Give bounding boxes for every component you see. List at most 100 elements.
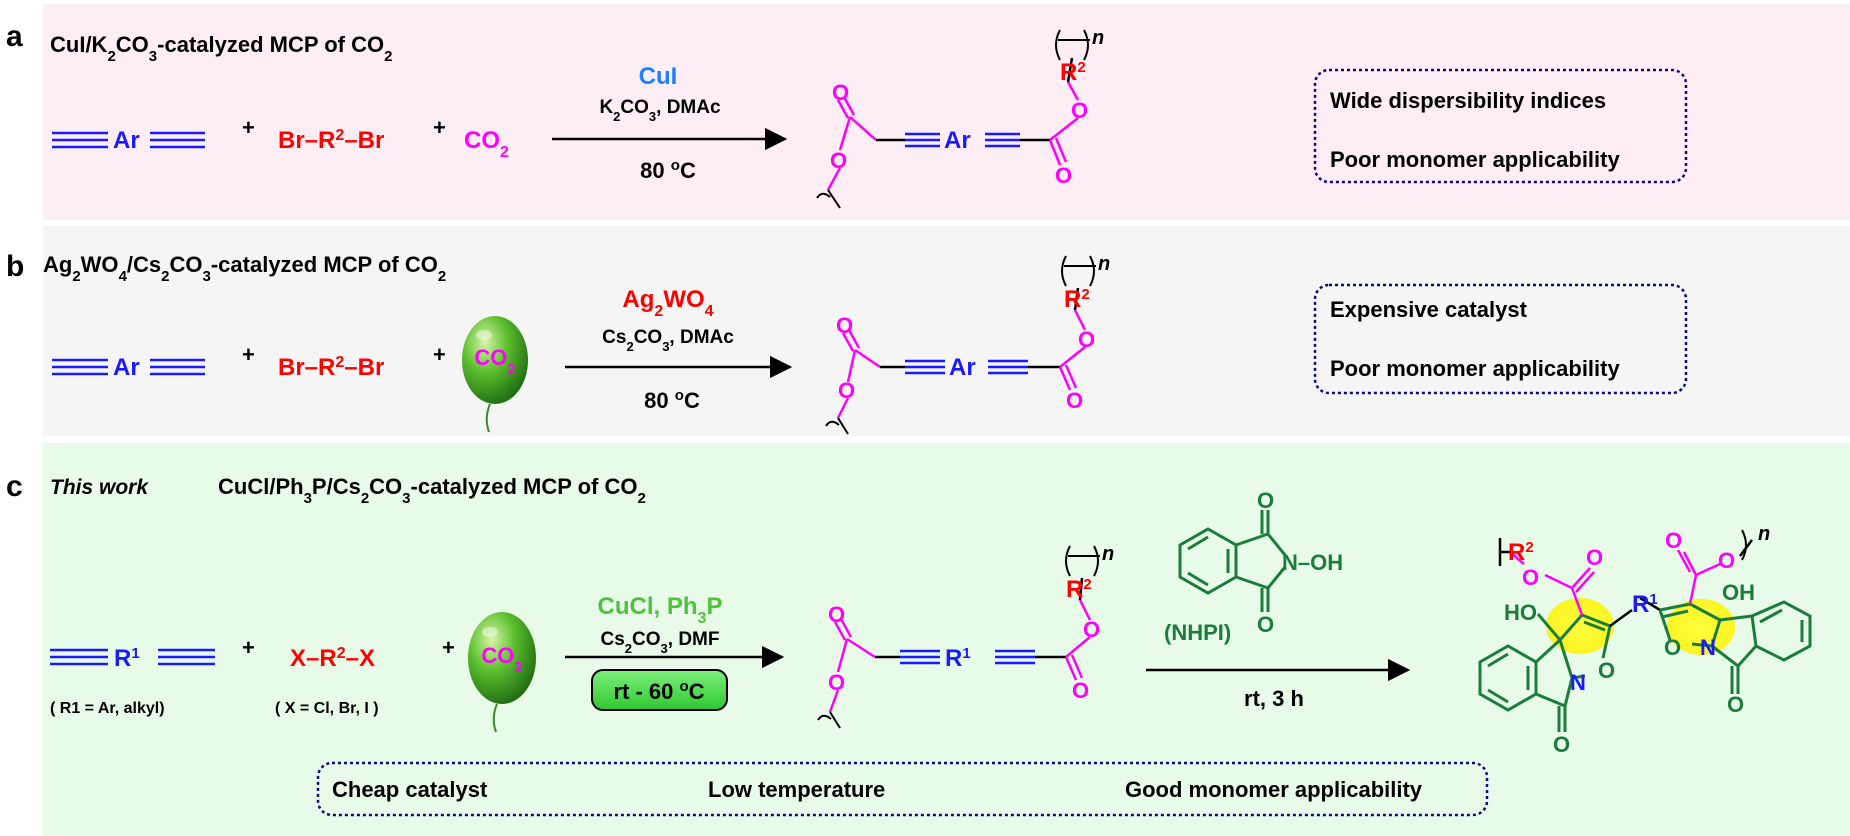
panel-a-monomer-ar: Ar xyxy=(113,127,140,154)
panel-b-conditions: Cs2CO3, DMAc xyxy=(602,327,734,354)
panel-b-monomer-ar: Ar xyxy=(113,354,140,381)
panel-c-nhpi-o-bottom: O xyxy=(1257,612,1274,637)
panel-c-product-n: n xyxy=(1102,543,1114,565)
panel-c-temperature: rt - 60 oC xyxy=(613,678,704,705)
panel-c-co2-balloon xyxy=(468,612,536,733)
panel-a-product-ar: Ar xyxy=(944,127,971,154)
panel-c-note-1: Cheap catalyst xyxy=(332,777,488,802)
panel-b-product-r2: R2 xyxy=(1064,286,1090,314)
panel-a-title: CuI/K2CO3-catalyzed MCP of CO2 xyxy=(50,32,392,65)
panel-b-dihalide: Br–R2–Br xyxy=(278,354,384,382)
panel-a-product-n: n xyxy=(1092,27,1104,49)
panel-b: b Ag2WO4/Cs2CO3-catalyzed MCP of CO2 Ar … xyxy=(6,226,1850,436)
panel-c-nhpi-o-top: O xyxy=(1257,488,1274,513)
panel-c-final-o-ester-left: O xyxy=(1522,565,1539,590)
panel-b-plus-1: + xyxy=(242,342,255,367)
panel-a-note-2: Poor monomer applicability xyxy=(1330,147,1620,172)
panel-b-plus-2: + xyxy=(433,342,446,367)
panel-b-balloon-label: CO2 xyxy=(474,345,515,378)
panel-b-product-o-carbonyl-right: O xyxy=(1066,388,1083,413)
panel-a-polymer-product xyxy=(816,29,1090,209)
panel-a-product-o-ester-left: O xyxy=(830,148,847,173)
panel-b-note-box xyxy=(1313,283,1688,395)
panel-c-temperature-badge xyxy=(591,669,728,711)
panel-c-note-2: Low temperature xyxy=(708,777,885,802)
panel-b-product-o-carbonyl-left: O xyxy=(836,313,853,338)
panel-c-final-product xyxy=(1478,529,1812,732)
panel-c-this-work: This work xyxy=(50,476,149,499)
panel-a-product-r2: R2 xyxy=(1060,59,1086,87)
panel-c-final-o-carbonyl-left: O xyxy=(1586,545,1603,570)
panel-c-final-r2: R2 xyxy=(1508,539,1534,567)
panel-c-final-n-right: N xyxy=(1700,635,1716,660)
panel-b-product-o-ester-left: O xyxy=(838,378,855,403)
panel-c-final-o-ester-right: O xyxy=(1718,548,1735,573)
panel-c-product-o-carbonyl-left: O xyxy=(828,602,845,627)
panel-c-final-o-ring-left: O xyxy=(1598,658,1615,683)
panel-b-note-2: Poor monomer applicability xyxy=(1330,356,1620,381)
panel-b-temperature: 80 oC xyxy=(644,387,700,414)
panel-b-product-o-ester-right: O xyxy=(1078,327,1095,352)
panel-c-note-box xyxy=(316,761,1489,817)
panel-a-catalyst: CuI xyxy=(639,63,678,90)
panel-c-final-o-lactam-left: O xyxy=(1553,732,1570,757)
panel-c-product-o-carbonyl-right: O xyxy=(1072,678,1089,703)
panel-a-background xyxy=(43,4,1850,220)
panel-a-plus-1: + xyxy=(242,115,255,140)
panel-c-note-3: Good monomer applicability xyxy=(1125,777,1423,802)
panel-c-final-n-label: n xyxy=(1758,523,1770,545)
panel-c-nhpi-label: (NHPI) xyxy=(1164,620,1231,645)
panel-c-final-n-left: N xyxy=(1570,670,1586,695)
panel-c-product-r1: R1 xyxy=(945,645,971,673)
panel-c-title: CuCl/Ph3P/Cs2CO3-catalyzed MCP of CO2 xyxy=(218,474,646,507)
panel-b-note-1: Expensive catalyst xyxy=(1330,297,1528,322)
panel-c-product-o-ester-left: O xyxy=(828,670,845,695)
panel-a-temperature: 80 oC xyxy=(640,157,696,184)
panel-c-dihalide: X–R2–X xyxy=(290,645,375,673)
panel-b-product-n: n xyxy=(1098,253,1110,275)
panel-c-final-o-lactam-right: O xyxy=(1727,692,1744,717)
panel-b-polymer-product xyxy=(825,255,1096,435)
panel-a-dihalide: Br–R2–Br xyxy=(278,127,384,155)
panel-c-step2-conditions: rt, 3 h xyxy=(1244,686,1304,711)
panel-c-final-ho: HO xyxy=(1504,600,1537,625)
panel-b-catalyst: Ag2WO4 xyxy=(622,286,713,320)
panel-b-product-ar: Ar xyxy=(949,354,976,381)
panel-c: c This work CuCl/Ph3P/Cs2CO3-catalyzed M… xyxy=(6,443,1850,836)
panel-c-dihalide-note: ( X = Cl, Br, I ) xyxy=(275,700,379,717)
panel-a-letter: a xyxy=(6,20,23,53)
panel-c-final-oh: OH xyxy=(1722,580,1755,605)
panel-b-title: Ag2WO4/Cs2CO3-catalyzed MCP of CO2 xyxy=(43,252,446,285)
panel-b-letter: b xyxy=(6,250,24,283)
panel-c-plus-2: + xyxy=(442,635,455,660)
panel-b-dialkyne-monomer xyxy=(52,358,205,376)
panel-c-product-r2: R2 xyxy=(1066,576,1092,604)
panel-a-note-1: Wide dispersibility indices xyxy=(1330,88,1606,113)
panel-a-product-o-ester-right: O xyxy=(1071,98,1088,123)
panel-c-polymer-product xyxy=(817,545,1100,729)
panel-a-dialkyne-monomer xyxy=(52,131,205,149)
panel-c-conditions: Cs2CO3, DMF xyxy=(601,629,720,656)
panel-a: a CuI/K2CO3-catalyzed MCP of CO2 Ar + Br… xyxy=(6,4,1850,220)
panel-a-note-box xyxy=(1313,68,1688,184)
panel-a-co2: CO2 xyxy=(464,127,509,161)
panel-c-plus-1: + xyxy=(242,635,255,660)
panel-c-balloon-label: CO2 xyxy=(481,643,522,676)
panel-c-monomer-r1: R1 xyxy=(114,645,140,673)
panel-c-monomer-note: ( R1 = Ar, alkyl) xyxy=(50,700,165,717)
panel-c-background xyxy=(43,443,1850,836)
panel-c-final-r1: R1 xyxy=(1632,591,1658,619)
panel-b-co2-balloon xyxy=(462,316,528,433)
panel-a-product-o-carbonyl-left: O xyxy=(832,80,849,105)
panel-c-nhpi-structure xyxy=(1178,510,1287,612)
panel-a-conditions: K2CO3, DMAc xyxy=(599,97,721,124)
panel-c-final-o-carbonyl-right: O xyxy=(1665,528,1682,553)
panel-a-product-o-carbonyl-right: O xyxy=(1055,163,1072,188)
panel-c-nhpi-noh: N–OH xyxy=(1282,550,1343,575)
panel-a-plus-2: + xyxy=(433,115,446,140)
panel-c-product-o-ester-right: O xyxy=(1083,617,1100,642)
panel-b-background xyxy=(43,226,1850,436)
panel-c-final-o-ring-right: O xyxy=(1664,635,1681,660)
panel-c-catalyst: CuCl, Ph3P xyxy=(598,593,723,627)
